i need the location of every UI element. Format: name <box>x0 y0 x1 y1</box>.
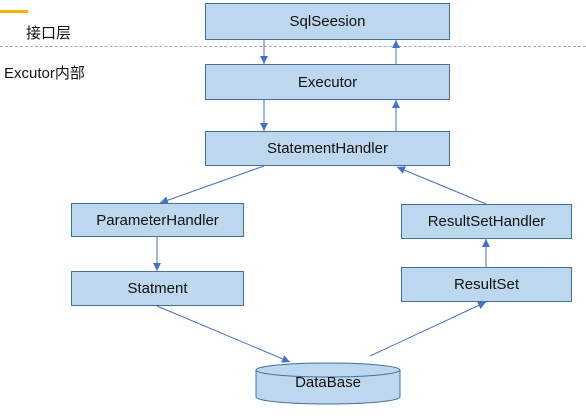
layer-accent-bar <box>0 10 28 13</box>
result-set-node: ResultSet <box>401 267 572 302</box>
executor-layer-label: Excutor内部 <box>4 65 85 82</box>
interface-layer-label: 接口层 <box>26 25 72 42</box>
executor-node: Executor <box>205 64 450 100</box>
arrow-resultsethandler-to-statementhandler <box>396 166 487 205</box>
arrow-database-to-resultset <box>369 301 487 357</box>
database-node-label: DataBase <box>295 373 361 391</box>
parameter-handler-node: ParameterHandler <box>71 203 244 237</box>
sqlsession-node: SqlSeesion <box>205 3 450 40</box>
database-cylinder <box>255 362 401 405</box>
arrow-statment-to-database <box>156 305 291 363</box>
result-set-handler-node: ResultSetHandler <box>401 204 572 239</box>
statment-node: Statment <box>71 271 244 306</box>
statement-handler-node: StatementHandler <box>205 131 450 166</box>
layer-divider <box>0 46 586 47</box>
arrow-statementhandler-to-parameterhandler <box>159 165 265 205</box>
